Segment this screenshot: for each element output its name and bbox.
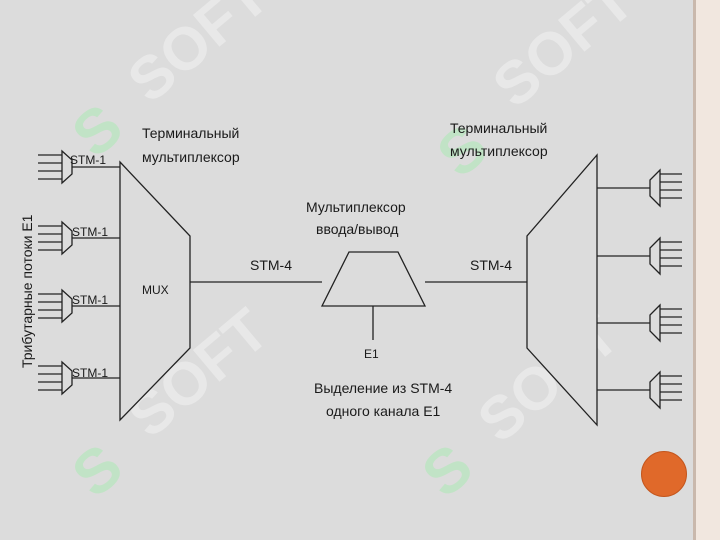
left-mux-title-line1: Терминальный: [142, 125, 239, 141]
mux-label: MUX: [142, 283, 169, 297]
stm4-label-right: STM-4: [470, 257, 512, 273]
right-tributary-4: [597, 370, 682, 410]
left-tributary-2: [38, 220, 120, 256]
stm1-label: STM-1: [72, 366, 108, 380]
left-tributary-4: [38, 360, 120, 396]
add-drop-mux: [320, 251, 427, 307]
caption-line2: одного канала E1: [326, 403, 441, 419]
adm-title-line1: Мультиплексор: [306, 199, 406, 215]
slide: S SOFT S SOFT S SOFT S SOFT MUX Терминал…: [0, 0, 696, 540]
stm1-label: STM-1: [72, 225, 108, 239]
adm-title-line2: ввода/вывод: [316, 221, 398, 237]
left-terminal-mux: [119, 160, 191, 422]
stm1-label: STM-1: [72, 293, 108, 307]
left-tributary-3: [38, 288, 120, 324]
e1-drop-label: E1: [364, 347, 379, 361]
left-tributary-1: [38, 149, 120, 185]
watermark-text: SOFT: [115, 0, 281, 115]
watermark-logo: S: [60, 431, 136, 510]
right-tributary-2: [597, 236, 682, 276]
accent-circle: [641, 451, 687, 497]
caption-line1: Выделение из STM-4: [314, 380, 452, 396]
right-mux-title-line1: Терминальный: [450, 120, 547, 136]
watermark-text: SOFT: [480, 0, 646, 120]
tributary-side-label: Трибутарные потоки E1: [19, 214, 35, 368]
stm1-label: STM-1: [70, 153, 106, 167]
right-mux-title-line2: мультиплексор: [450, 143, 548, 159]
left-mux-title-line2: мультиплексор: [142, 149, 240, 165]
stm4-label-left: STM-4: [250, 257, 292, 273]
right-tributary-1: [597, 168, 682, 208]
watermark-logo: S: [410, 431, 486, 510]
right-tributary-3: [597, 303, 682, 343]
right-terminal-mux: [526, 153, 598, 427]
network-diagram: S SOFT S SOFT S SOFT S SOFT MUX Терминал…: [19, 0, 682, 511]
